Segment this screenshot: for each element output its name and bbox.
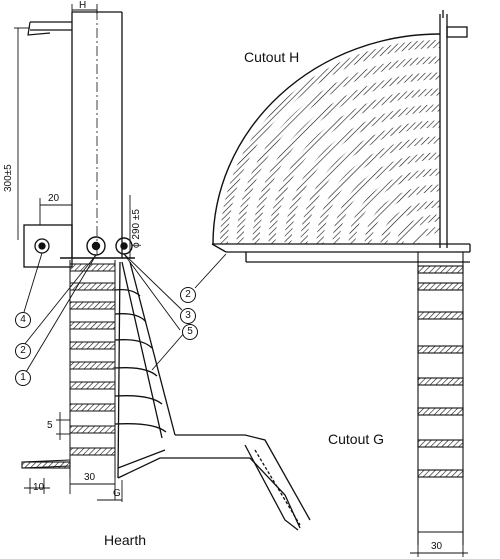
dim-10-text: 10 [33,482,45,493]
dim-30-right-lines [410,545,468,557]
dim-5-text: 5 [47,420,53,431]
dim-h-lines [71,4,98,14]
callout-4: 4 [15,312,31,328]
dim-20-text: 20 [48,193,60,204]
bottom-pipe [21,459,71,469]
left-bar-stack [69,260,116,478]
bottom-dims [24,478,123,502]
dim-300-lines [14,27,30,240]
callout-3: 3 [180,308,196,324]
dim-20-lines [39,198,73,225]
tube-circles [60,236,135,259]
callout-5: 5 [182,324,198,340]
mounting-plate [23,224,73,268]
dim-5-lines [56,412,70,440]
cutout-g-label: Cutout G [328,431,385,447]
left-column [71,10,123,258]
leader-lines [23,252,227,373]
callout-2-right: 2 [180,287,196,303]
coil-base [211,243,471,263]
dim-g-text: G [113,488,121,499]
dim-30-right-text: 30 [431,541,443,552]
cutout-h-label: Cutout H [244,49,300,65]
right-frame [439,10,468,248]
top-bracket [27,21,72,36]
dim-30-left-text: 30 [84,472,96,483]
dim-290-text: ϕ 290 ±5 [131,209,142,248]
dim-300-text: 300±5 [3,164,14,192]
callout-2-left: 2 [15,343,31,359]
hearth-label: Hearth [104,532,147,548]
dim-h-text: H [79,0,87,11]
hearth-floor [117,434,311,531]
hearth-wall [114,261,176,479]
callout-1: 1 [15,370,31,386]
cutout-h-coil [212,33,441,245]
cutout-g-stack [417,252,464,545]
